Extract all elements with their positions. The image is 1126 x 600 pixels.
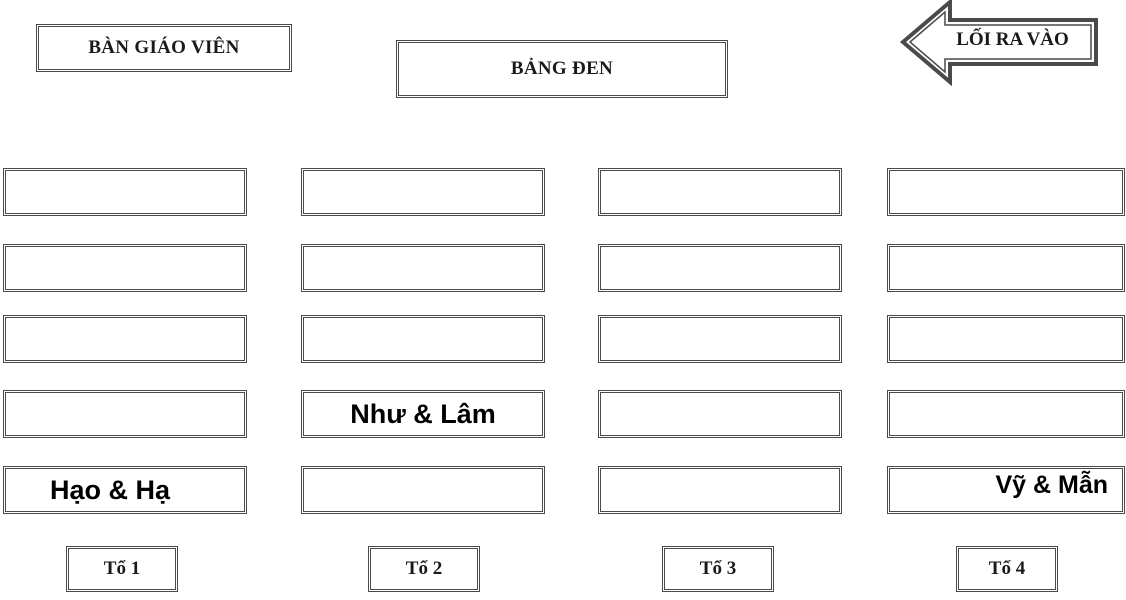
desk-group3-row3	[598, 315, 842, 363]
desk-group2-row3	[301, 315, 545, 363]
desk-label-vy-man: Vỹ & Mẫn	[995, 471, 1108, 499]
desk-group3-row5	[598, 466, 842, 514]
desk-group4-row5: Vỹ & Mẫn	[887, 466, 1125, 514]
desk-group4-row1	[887, 168, 1125, 216]
teacher-desk-box: BÀN GIÁO VIÊN	[36, 24, 292, 72]
desk-group4-row2	[887, 244, 1125, 292]
desk-label-hao-ha: Hạo & Hạ	[50, 474, 171, 505]
group-label-4: Tổ 4	[956, 546, 1058, 592]
desk-group3-row4	[598, 390, 842, 438]
desk-group1-row2	[3, 244, 247, 292]
group-label-3: Tổ 3	[662, 546, 774, 592]
desk-group1-row5: Hạo & Hạ	[3, 466, 247, 514]
desk-group3-row1	[598, 168, 842, 216]
exit-label: LỐI RA VÀO	[956, 29, 1069, 50]
desk-group4-row4	[887, 390, 1125, 438]
desk-group2-row4: Như & Lâm	[301, 390, 545, 438]
desk-label-nhu-lam: Như & Lâm	[350, 398, 496, 429]
desk-group2-row2	[301, 244, 545, 292]
desk-group3-row2	[598, 244, 842, 292]
desk-group2-row5	[301, 466, 545, 514]
blackboard-label: BẢNG ĐEN	[510, 58, 614, 79]
desk-group1-row4	[3, 390, 247, 438]
group-label-2: Tổ 2	[368, 546, 480, 592]
blackboard-box: BẢNG ĐEN	[396, 40, 728, 98]
group-label-1: Tổ 1	[66, 546, 178, 592]
desk-group1-row3	[3, 315, 247, 363]
desk-group1-row1	[3, 168, 247, 216]
desk-group2-row1	[301, 168, 545, 216]
teacher-desk-label: BÀN GIÁO VIÊN	[88, 37, 240, 58]
desk-group4-row3	[887, 315, 1125, 363]
exit-arrow-icon	[898, 0, 1100, 86]
